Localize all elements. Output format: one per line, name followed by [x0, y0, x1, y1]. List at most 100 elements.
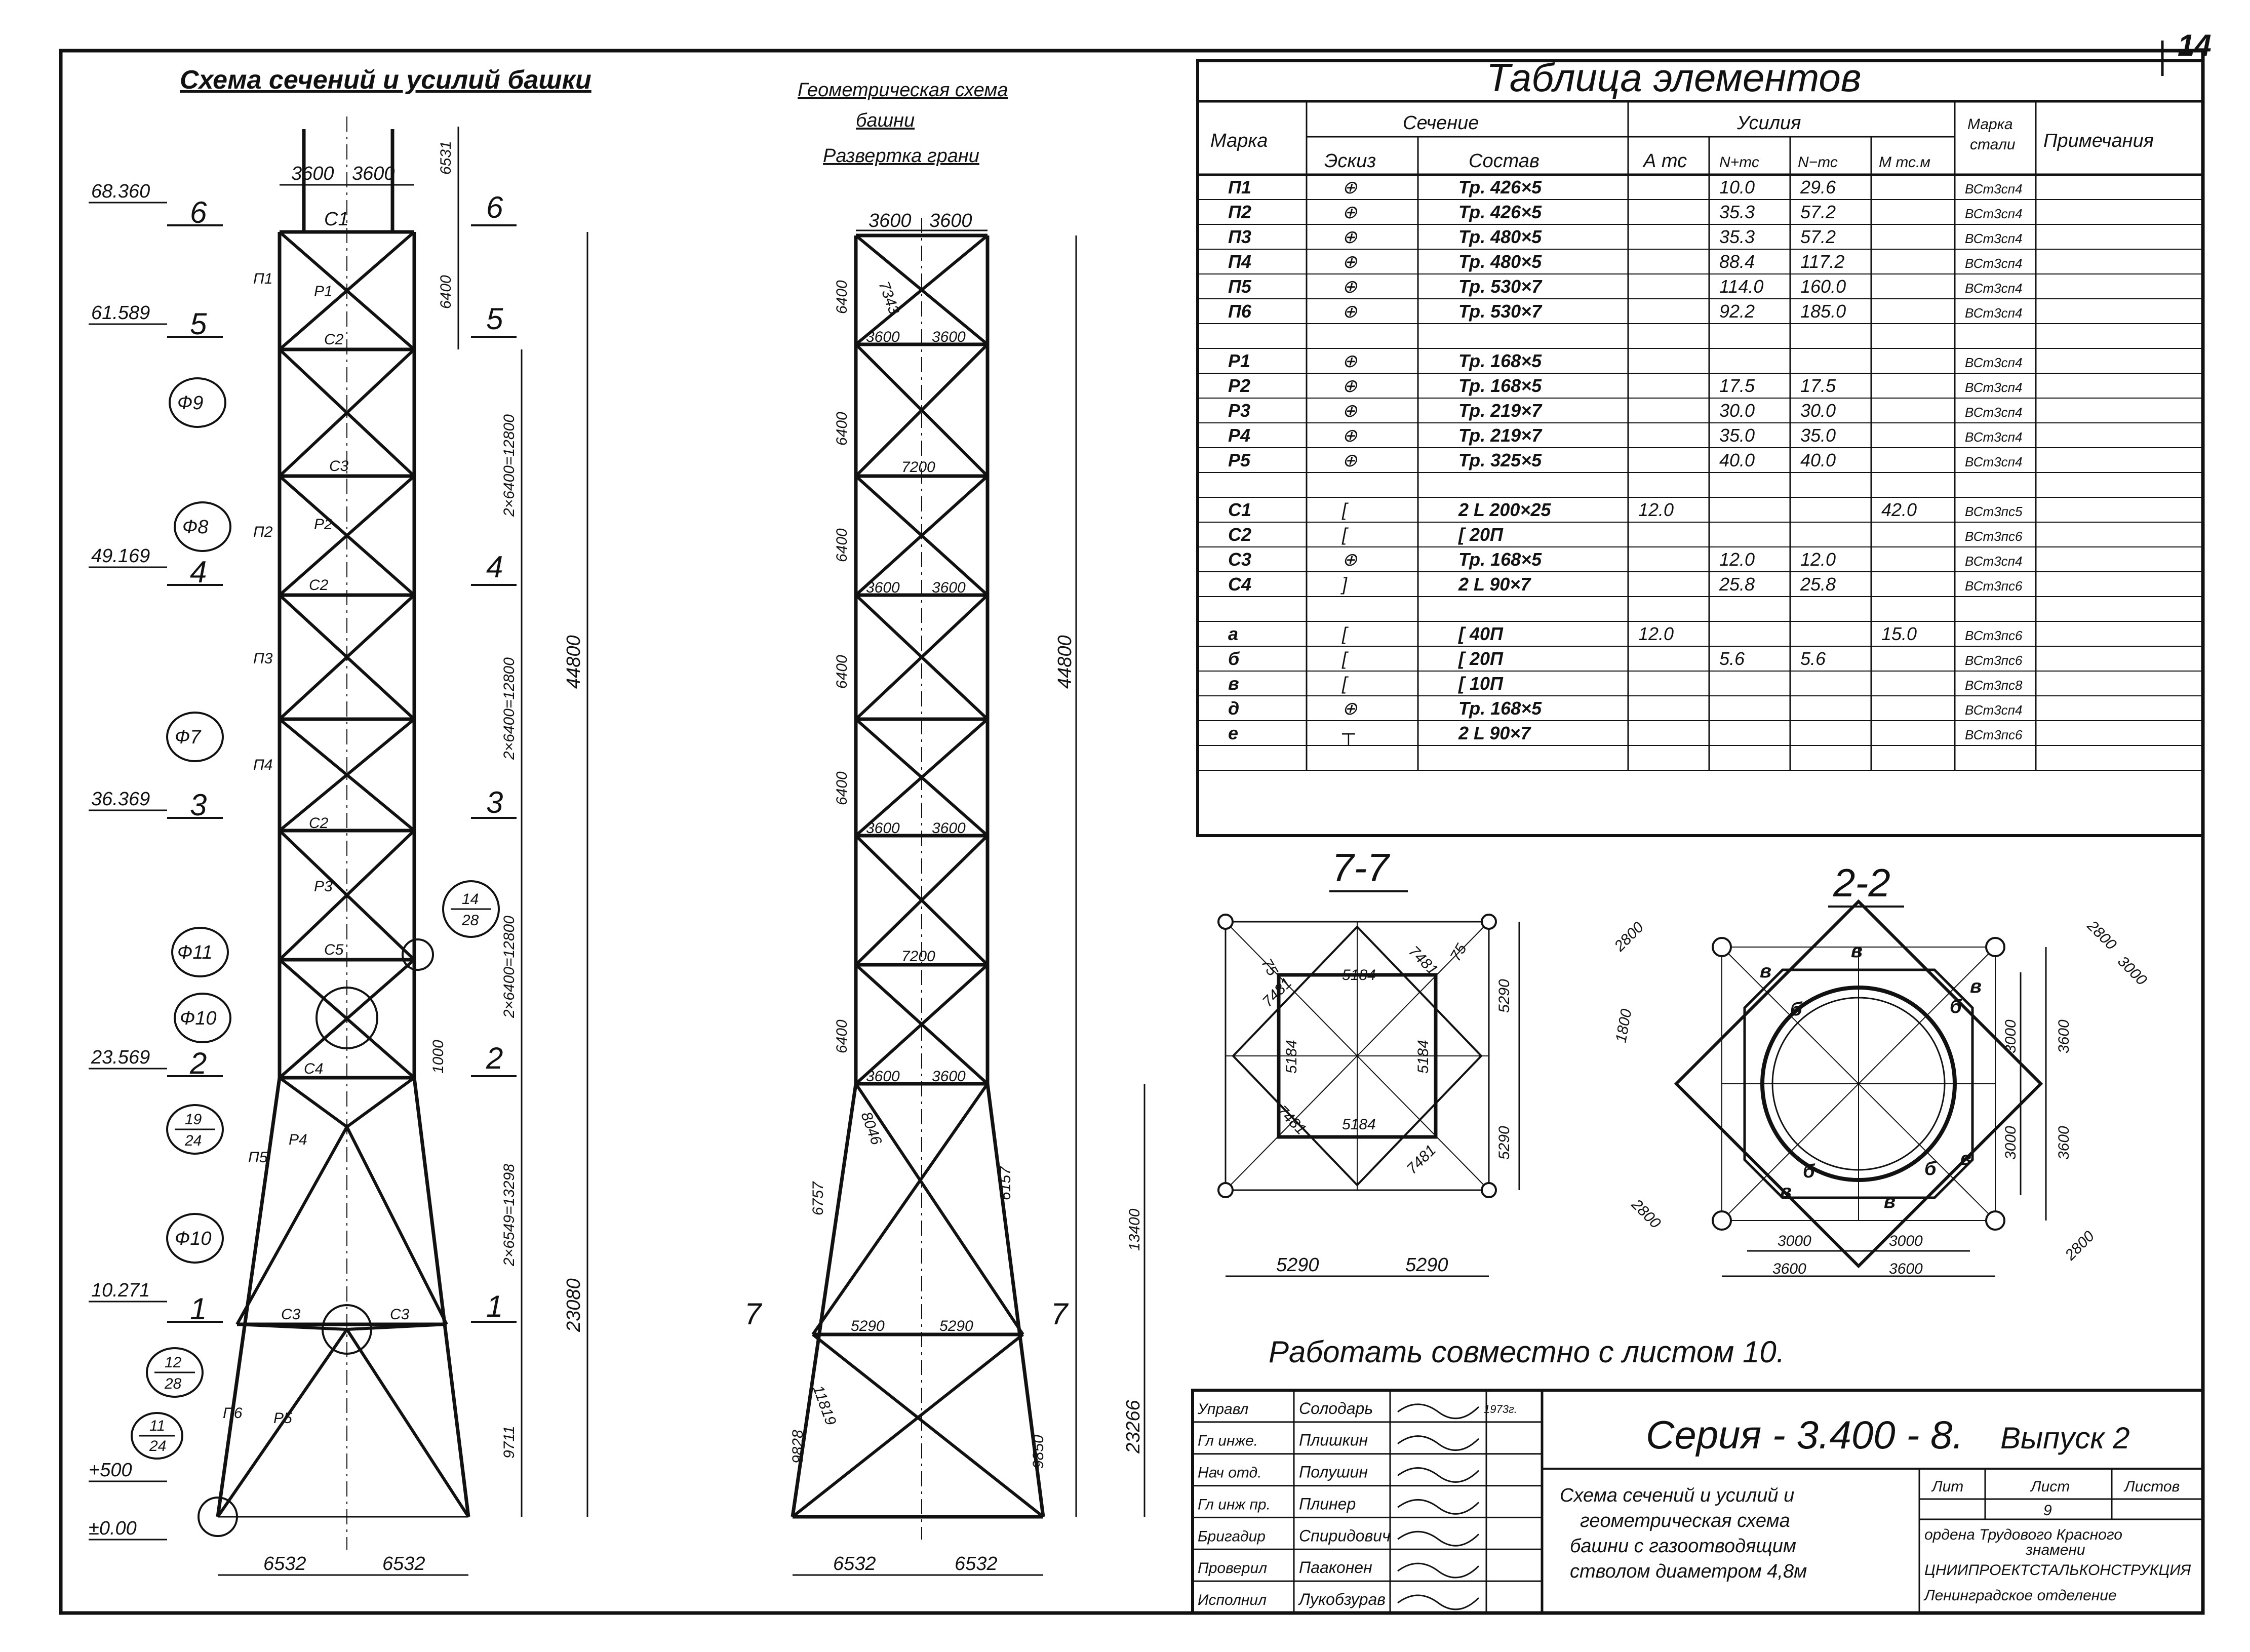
header-composition: Состав [1469, 150, 1540, 172]
table-cell-mark: в [1228, 673, 1239, 694]
table-cell-sketch: ] [1340, 574, 1348, 595]
mid-title-3: Развертка грани [823, 145, 979, 167]
mid-section-mark-left: 7 [744, 1297, 763, 1331]
stamp-role: Проверил [1198, 1560, 1267, 1577]
stamp-desc-1: Схема сечений и усилий и [1560, 1485, 1794, 1506]
member-c2-b: С2 [309, 577, 329, 594]
table-cell-mark: Р5 [1228, 450, 1251, 470]
stamp-desc-3: башни с газоотводящим [1570, 1536, 1796, 1557]
stamp-name: Лукобзурав [1298, 1590, 1386, 1608]
table-cell-sketch: ⊕ [1342, 425, 1358, 446]
member-c2-c: С2 [309, 815, 329, 832]
stamp-name: Солодарь [1299, 1399, 1373, 1418]
table-cell-steel: ВСт3пс6 [1965, 727, 2023, 742]
stamp-issue: Выпуск 2 [2000, 1421, 2130, 1455]
sec77-title: 7-7 [1332, 845, 1390, 890]
fraction-11-top: 11 [149, 1418, 165, 1434]
table-cell-mark: П5 [1228, 276, 1252, 297]
stamp-name: Плишкин [1299, 1431, 1368, 1449]
panel-label-11: 5290 [851, 1318, 885, 1334]
table-cell-steel: ВСт3пс8 [1965, 678, 2023, 693]
stamp-name: Пааконен [1299, 1558, 1372, 1577]
member-p2: П2 [253, 524, 273, 540]
table-cell-mark: П6 [1228, 301, 1252, 322]
panel-label-5: 3600 [932, 579, 966, 596]
table-cell-steel: ВСт3сп4 [1965, 206, 2022, 221]
table-cell-steel: ВСт3сп4 [1965, 380, 2022, 395]
table-cell-np: 35.3 [1719, 202, 1755, 222]
level-500: +500 [89, 1460, 132, 1481]
table-cell-comp: 2 L 90×7 [1458, 723, 1531, 743]
member-p5: П5 [248, 1149, 268, 1166]
sec22-right-3600-top: 3600 [2056, 1019, 2072, 1053]
panel-label-3: 7200 [901, 459, 935, 476]
section-mark-6-left: 6 [190, 195, 207, 229]
table-cell-np: 17.5 [1719, 375, 1755, 396]
table-cell-m: 15.0 [1881, 623, 1917, 644]
dim-23080: 23080 [563, 1278, 584, 1332]
dim-44800-left: 44800 [563, 635, 584, 689]
dim-12800-b: 2×6400=12800 [501, 657, 518, 760]
table-cell-mark: б [1228, 648, 1240, 669]
left-title: Схема сечений и усилий башки [180, 65, 591, 95]
sec22-diag-6: 3000 [2114, 953, 2150, 989]
height-label-8: 6757 [810, 1181, 826, 1215]
table-cell-mark: Р2 [1228, 375, 1250, 396]
panel-label-7: 3600 [932, 820, 966, 837]
section-mark-5-left: 5 [190, 307, 207, 341]
table-cell-steel: ВСт3пс5 [1965, 504, 2023, 519]
dim-12800-a: 2×6400=12800 [501, 414, 518, 517]
mid-top-dim-left: 3600 [869, 210, 912, 231]
table-cell-np: 35.3 [1719, 226, 1755, 247]
section-7-7: 7-7 5290 5290 5290 5290 5184 5184 5184 5… [1217, 845, 1520, 1277]
elements-table: Таблица элементов Марка Сечение Эскиз Со… [1196, 55, 2204, 837]
signature [1397, 1530, 1480, 1547]
table-cell-comp: Тр. 426×5 [1458, 177, 1542, 198]
header-a: А тс [1642, 150, 1687, 172]
stamp-org-4: Ленинградское отделение [1923, 1587, 2117, 1604]
table-cell-mark: С1 [1228, 499, 1251, 520]
bottom-dim-right: 6532 [382, 1553, 425, 1575]
stamp-role: Исполнил [1198, 1592, 1267, 1608]
table-cell-steel: ВСт3сп4 [1965, 305, 2022, 321]
table-cell-np: 25.8 [1719, 574, 1755, 595]
member-r2: Р2 [314, 516, 333, 533]
table-cell-steel: ВСт3пс6 [1965, 628, 2023, 643]
stamp-name: Полушин [1299, 1463, 1368, 1481]
member-c4: С4 [304, 1060, 323, 1077]
panel-label-10: 3600 [932, 1068, 966, 1085]
table-cell-comp: [ 10П [1458, 673, 1504, 694]
stamp-org-2: знамени [2025, 1542, 2085, 1558]
diag-label-11819: 11819 [809, 1383, 839, 1428]
section-mark-3-left: 3 [190, 788, 207, 822]
sec77-inner-1: 5184 [1342, 967, 1376, 984]
fraction-14-top: 14 [462, 891, 479, 908]
sec77-inner-4: 5184 [1342, 1116, 1376, 1133]
sec22-right-3600-bottom: 3600 [2056, 1126, 2072, 1160]
geometric-scheme: Геометрическая схема башни Развертка гра… [744, 80, 1146, 1576]
stamp-org-3: ЦНИИПРОЕКТСТАЛЬКОНСТРУКЦИЯ [1924, 1562, 2191, 1579]
table-cell-comp: [ 20П [1458, 648, 1504, 669]
table-cell-steel: ВСт3сп4 [1965, 231, 2022, 246]
height-label-4: 6400 [834, 655, 850, 689]
sec77-dim-right-bottom: 5290 [1496, 1126, 1513, 1160]
panel-label-8: 7200 [901, 948, 935, 965]
mid-total-13400: 13400 [1126, 1208, 1143, 1251]
sec22-mark-10: б [1803, 1161, 1815, 1182]
dim-6400: 6400 [438, 275, 454, 309]
stamp-name: Плинер [1299, 1494, 1356, 1513]
table-cell-mark: Р1 [1228, 350, 1250, 371]
sec77-inner-2: 5184 [1283, 1040, 1300, 1074]
table-cell-steel: ВСт3сп4 [1965, 454, 2022, 469]
section-mark-3-right: 3 [486, 785, 503, 819]
stamp-name: Спиридович [1299, 1526, 1391, 1545]
stamp-role: Нач отд. [1198, 1465, 1261, 1481]
mid-bottom-dim-right: 6532 [955, 1553, 998, 1575]
member-r4: Р4 [289, 1131, 307, 1148]
table-cell-mark: С2 [1228, 524, 1251, 545]
